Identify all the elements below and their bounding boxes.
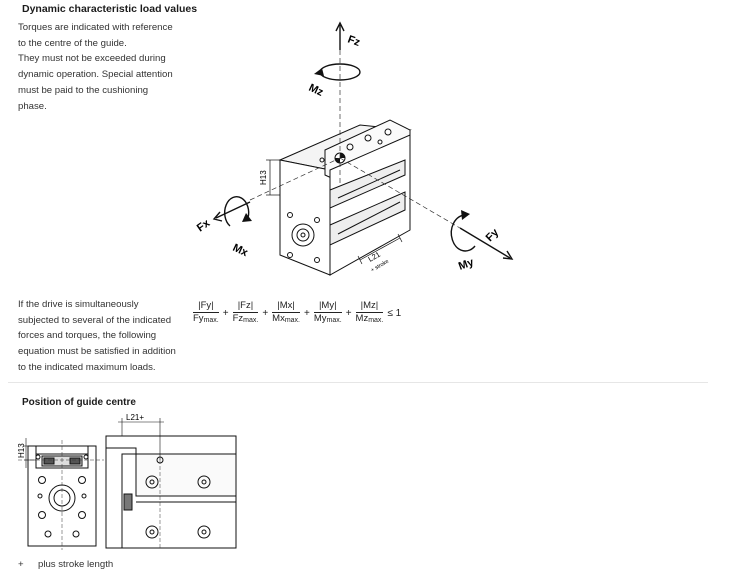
load-equation: |Fy| Fymax. + |Fz| Fzmax. + |Mx| Mxmax. … [193, 300, 405, 330]
intro-line: Torques are indicated with reference [18, 22, 173, 33]
intro-line: to the centre of the guide. [18, 37, 127, 49]
l21-dimension-label: L21+ [126, 413, 144, 422]
mx-label: Mx [231, 242, 251, 260]
combined-line: forces and torques, the following [18, 330, 157, 342]
fz-label: Fz [346, 34, 362, 50]
isometric-load-diagram: Fz Mz Fx Mx Fy My H13 L21 + stroke [195, 21, 514, 276]
section-title: Dynamic characteristic load values [22, 3, 198, 15]
section-divider [8, 382, 708, 383]
combined-line: If the drive is simultaneously [18, 299, 139, 310]
intro-line: They must not be exceeded during [18, 53, 166, 65]
relation-symbol: ≤ 1 [387, 308, 402, 319]
intro-paragraph: Torques are indicated with reference to … [18, 20, 208, 114]
combined-line: subjected to several of the indicated [18, 314, 172, 326]
fraction-mz: |Mz| Mzmax. [355, 300, 384, 324]
combined-load-paragraph: If the drive is simultaneously subjected… [18, 297, 208, 376]
fraction-mx: |Mx| Mxmax. [272, 300, 300, 324]
footnote-marker: + [18, 559, 24, 570]
fraction-fz: |Fz| Fzmax. [232, 300, 259, 324]
my-label: My [457, 256, 476, 273]
intro-line: must be paid to the cushioning [18, 84, 149, 96]
iso-h13-label: H13 [259, 170, 268, 185]
intro-line: phase. [18, 100, 47, 112]
fraction-my: |My| Mymax. [313, 300, 342, 324]
intro-line: dynamic operation. Special attention [18, 69, 173, 81]
combined-line: to the indicated maximum loads. [18, 361, 156, 373]
combined-line: equation must be satisfied in addition [18, 346, 176, 358]
footnote: + plus stroke length [18, 559, 113, 570]
mz-label: Mz [307, 82, 326, 99]
fraction-fy: |Fy| Fymax. [193, 300, 219, 324]
h13-dimension-label: H13 [17, 443, 26, 458]
footnote-text: plus stroke length [38, 559, 114, 570]
fx-label: Fx [195, 217, 213, 235]
guide-centre-drawings: H13 L21+ [17, 413, 237, 550]
fy-label: Fy [484, 226, 502, 244]
guide-centre-title: Position of guide centre [22, 397, 136, 408]
